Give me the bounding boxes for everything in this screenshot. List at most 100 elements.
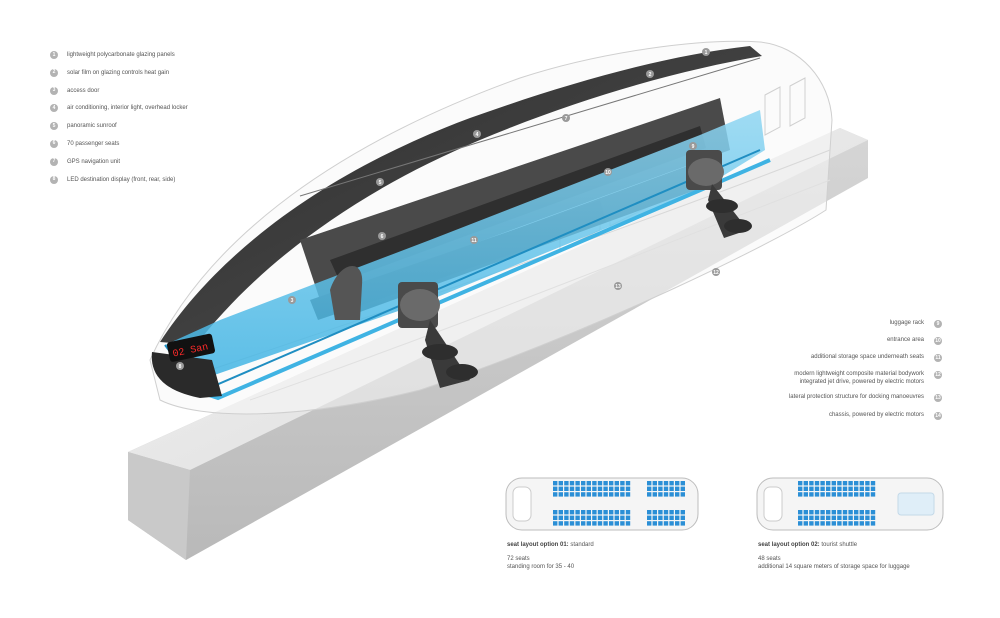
callout-marker: 12 (712, 268, 720, 276)
seat (592, 481, 597, 486)
seat (575, 515, 580, 520)
legend-number-badge: 10 (934, 337, 942, 345)
callout-number: 3 (291, 298, 294, 304)
legend-label: chassis, powered by electric motors (828, 412, 924, 418)
seat (870, 481, 876, 486)
seat (669, 486, 674, 491)
seat (625, 510, 631, 515)
seat (586, 492, 591, 497)
seat (663, 486, 669, 491)
legend-item: 3 access door (50, 86, 188, 95)
seat (553, 510, 558, 515)
driver-seat (330, 266, 363, 320)
seat (581, 515, 586, 520)
callout-circle (376, 178, 384, 186)
seat (865, 492, 870, 497)
seat (820, 515, 825, 520)
seat (553, 521, 558, 526)
legend-number-badge: 13 (934, 394, 942, 402)
seat (870, 521, 876, 526)
seat (575, 481, 580, 486)
callout-marker: 13 (614, 282, 622, 290)
callout-circle (712, 268, 720, 276)
seat (663, 510, 669, 515)
legend-label: lightweight polycarbonate glazing panels (67, 52, 175, 58)
seat (854, 521, 859, 526)
vehicle-nose (151, 352, 222, 398)
seat (658, 492, 663, 497)
seat (581, 492, 586, 497)
seat (586, 510, 591, 515)
seat (870, 510, 876, 515)
seat-plan-tourist-shuttle (756, 477, 944, 531)
seat (826, 492, 831, 497)
seat (820, 486, 825, 491)
seat (837, 486, 842, 491)
seat (680, 486, 685, 491)
seat (597, 515, 603, 520)
seat (647, 515, 652, 520)
seat (558, 510, 563, 515)
seat (826, 521, 831, 526)
seat (652, 515, 657, 520)
callout-marker: 9 (689, 142, 697, 150)
seat (854, 486, 859, 491)
seat (603, 515, 608, 520)
callout-circle (473, 130, 481, 138)
legend-number-badge: 7 (50, 157, 58, 166)
callout-marker: 3 (288, 296, 296, 304)
seat (625, 492, 631, 497)
seat (831, 515, 836, 520)
seat (854, 492, 859, 497)
seat (803, 521, 808, 526)
seat (597, 521, 603, 526)
seat (814, 486, 820, 491)
seat (809, 510, 814, 515)
callout-circle (562, 114, 570, 122)
legend-label: luggage rack (889, 320, 924, 326)
seat (809, 486, 814, 491)
seat (865, 481, 870, 486)
legend-label: access door (67, 87, 100, 94)
legend-number-badge: 5 (50, 122, 58, 131)
seat (592, 510, 597, 515)
legend-item: modern lightweight composite material bo… (794, 371, 942, 386)
seat (620, 486, 625, 491)
seat (854, 510, 859, 515)
seat (603, 486, 608, 491)
seat (859, 492, 864, 497)
seat (814, 492, 820, 497)
seat (658, 486, 663, 491)
callout-marker: 2 (646, 70, 654, 78)
seat (870, 486, 876, 491)
seat (809, 492, 814, 497)
seat (586, 515, 591, 520)
seat (675, 492, 680, 497)
seat (870, 515, 876, 520)
seat (842, 515, 848, 520)
seat (652, 481, 657, 486)
seat (603, 510, 608, 515)
seat (592, 492, 597, 497)
seat (597, 486, 603, 491)
option-2-seat-count: 48 seats (758, 556, 781, 562)
seat (597, 492, 603, 497)
legend-label: solar film on glazing controls heat gain (67, 69, 170, 76)
seat (625, 515, 631, 520)
legend-number-badge: 6 (50, 139, 58, 148)
seat (859, 515, 864, 520)
seat (798, 510, 803, 515)
seat (575, 521, 580, 526)
seat (848, 481, 853, 486)
callout-circle (604, 168, 612, 176)
legend-number-badge: 3 (50, 86, 58, 95)
seat (859, 521, 864, 526)
callout-number: 8 (179, 364, 182, 370)
seat (859, 486, 864, 491)
seat (831, 481, 836, 486)
seat (658, 481, 663, 486)
